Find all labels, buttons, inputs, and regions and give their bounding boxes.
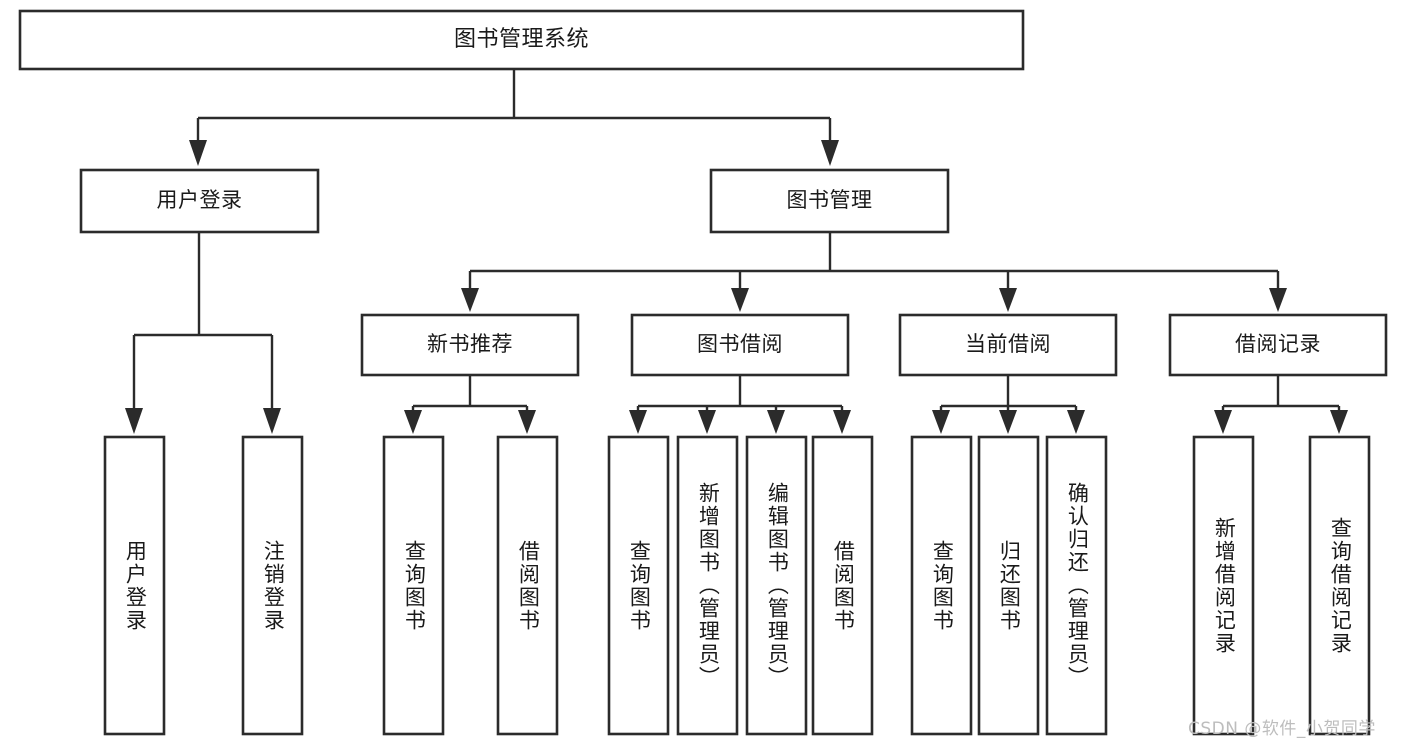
node-box-leaf-add-record[interactable] [1192,435,1255,736]
node-box-new-book-recommend[interactable] [360,313,580,377]
arrowhead-leaf-query-book-1 [404,410,422,434]
arrowhead-book-manage [821,140,839,166]
arrowhead-leaf-borrow-book-2 [833,410,851,434]
node-box-leaf-add-book[interactable] [676,435,739,736]
node-box-user-login[interactable] [79,168,320,234]
arrowhead-leaf-edit-book [767,410,785,434]
node-box-leaf-query-record[interactable] [1308,435,1371,736]
connector-group-new-book-recommend [404,375,536,434]
node-box-book-manage[interactable] [709,168,950,234]
arrowhead-new-book-recommend [461,288,479,312]
arrowhead-leaf-return-book [999,410,1017,434]
arrowhead-book-borrow [731,288,749,312]
node-box-leaf-edit-book[interactable] [745,435,808,736]
arrowhead-leaf-add-record [1214,410,1232,434]
arrowhead-user-login [189,140,207,166]
connector-group-book-borrow [629,375,851,434]
node-box-root[interactable] [18,9,1025,71]
arrowhead-leaf-query-record [1330,410,1348,434]
node-box-leaf-return-book[interactable] [977,435,1040,736]
node-box-borrow-record[interactable] [1168,313,1388,377]
node-box-current-borrow[interactable] [898,313,1118,377]
connector-group-borrow-record [1214,375,1348,434]
node-box-leaf-query-book-1[interactable] [382,435,445,736]
node-box-leaf-user-logout[interactable] [241,435,304,736]
csdn-watermark: CSDN @软件_小贺同学 [1188,719,1376,739]
node-box-leaf-borrow-book-2[interactable] [811,435,874,736]
arrowhead-leaf-user-login [125,408,143,434]
node-box-book-borrow[interactable] [630,313,850,377]
node-box-leaf-borrow-book-1[interactable] [496,435,559,736]
connector-group-book-manage [461,232,1287,312]
arrowhead-leaf-user-logout [263,408,281,434]
connector-group-root [189,69,839,166]
arrowhead-leaf-borrow-book-1 [518,410,536,434]
arrowhead-leaf-add-book [698,410,716,434]
node-box-leaf-user-login[interactable] [103,435,166,736]
node-box-leaf-query-book-3[interactable] [910,435,973,736]
connector-group-current-borrow [932,375,1085,434]
arrowhead-borrow-record [1269,288,1287,312]
arrowhead-leaf-confirm-return [1067,410,1085,434]
arrowhead-leaf-query-book-3 [932,410,950,434]
connector-group-user-login [125,232,281,434]
node-box-leaf-confirm-return[interactable] [1045,435,1108,736]
arrowhead-current-borrow [999,288,1017,312]
node-box-leaf-query-book-2[interactable] [607,435,670,736]
arrowhead-leaf-query-book-2 [629,410,647,434]
